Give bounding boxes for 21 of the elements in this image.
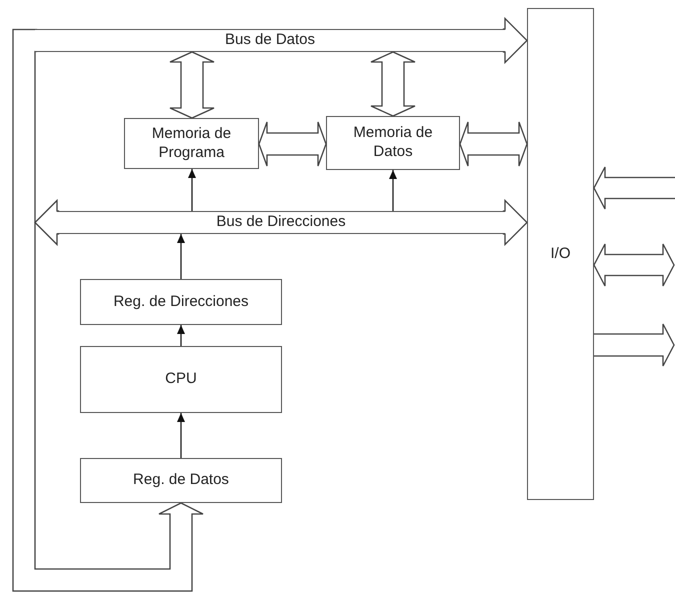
hollow-arrow (12, 28, 204, 592)
data-bus-band: Bus de Datos (35, 29, 505, 52)
arrow (177, 413, 185, 458)
hollow-arrow (592, 323, 675, 367)
memory-box: Memoria de Programa (124, 118, 259, 169)
address-bus-band: Bus de Direcciones (57, 211, 505, 234)
cpu-box: CPU (80, 346, 282, 413)
arrow (177, 234, 185, 279)
arrow (177, 325, 185, 346)
io-box: I/O (527, 8, 594, 500)
hollow-arrow (258, 121, 327, 167)
hollow-arrow (593, 166, 675, 210)
hollow-arrow (370, 51, 416, 117)
arrow (188, 169, 196, 211)
register-box: Reg. de Direcciones (80, 279, 282, 325)
hollow-arrow (593, 243, 675, 287)
hollow-arrow (459, 121, 528, 167)
hollow-arrow (169, 51, 215, 119)
register-box: Reg. de Datos (80, 458, 282, 503)
arrow (389, 170, 397, 211)
memory-box: Memoria de Datos (326, 116, 460, 170)
